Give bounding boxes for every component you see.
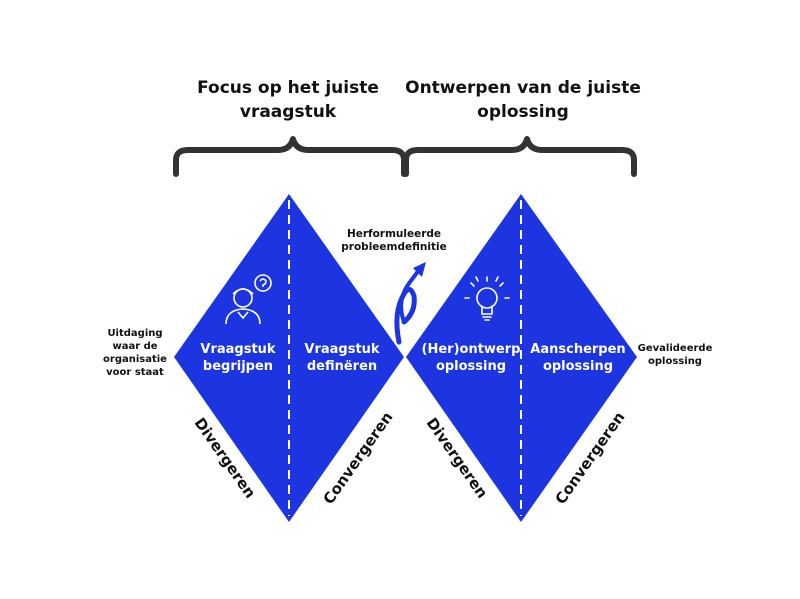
phase-understand: Vraagstuk begrijpen [200, 342, 276, 374]
person-question-icon [225, 274, 272, 325]
heading-left: Focus op het juiste vraagstuk [197, 78, 379, 122]
label-start: Uitdaging waar de organisatie voor staat [103, 328, 167, 378]
phase-define: Vraagstuk definëren [304, 342, 380, 374]
phase-refine: Aanscherpen oplossing [530, 342, 626, 374]
heading-right: Ontwerpen van de juiste oplossing [405, 78, 641, 122]
label-middle: Herformuleerde probleemdefinitie [341, 228, 447, 253]
phase-design: (Her)ontwerp oplossing [421, 342, 521, 374]
label-end: Gevalideerde oplossing [637, 343, 713, 367]
right-brace [403, 136, 637, 177]
left-brace [173, 136, 407, 177]
lightbulb-icon [464, 276, 510, 321]
arrow-icon [394, 262, 426, 345]
